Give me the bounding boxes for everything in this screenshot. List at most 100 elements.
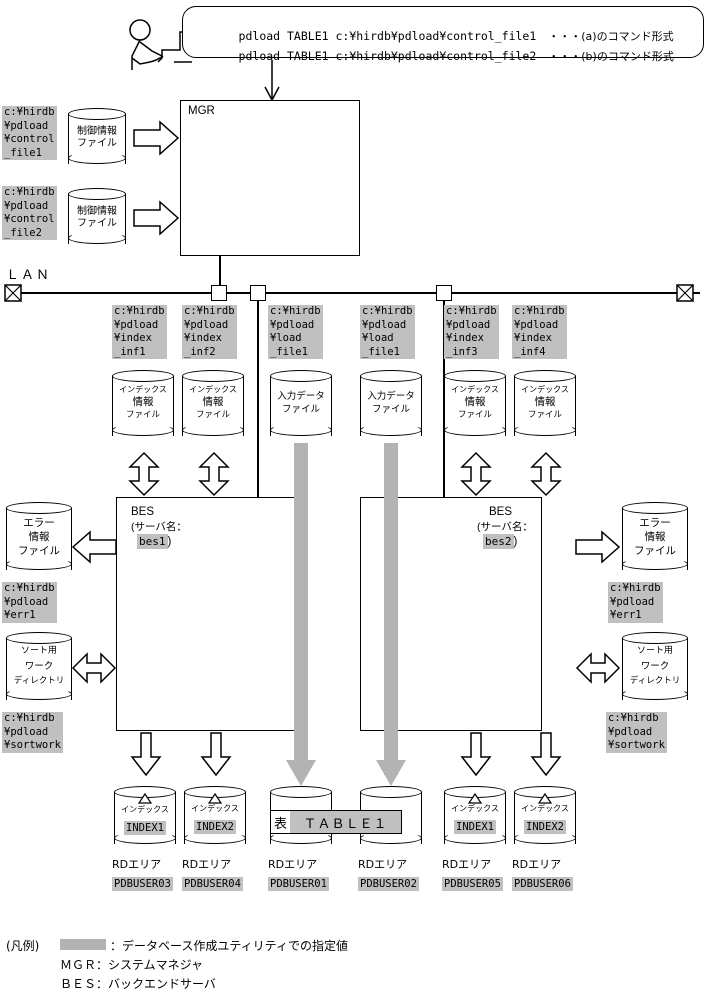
path-line: _inf2	[182, 345, 237, 359]
path-line: _inf1	[112, 345, 167, 359]
path-line: _inf4	[512, 345, 567, 359]
upper-file-2-cylinder: 入力データ ファイル	[270, 370, 332, 442]
path-line: ¥pdload	[2, 199, 57, 213]
legend-row-mgr: ＭＧＲ：システムマネジャ	[6, 954, 706, 973]
path-line: ¥load	[268, 332, 323, 346]
cyl-line: ファイル	[77, 138, 117, 149]
path-line: ¥pdload	[2, 119, 57, 133]
cyl-line: 入力データ	[277, 391, 325, 402]
table-kanji-label: 表	[271, 812, 291, 832]
cyl-line: ファイル	[281, 404, 320, 415]
rd-area-value: PDBUSER04	[182, 877, 243, 891]
cyl-line: インデックス	[189, 385, 237, 394]
path-line: c:¥hirdb	[608, 582, 663, 596]
rd-area-label: RDエリア	[512, 858, 562, 871]
upper-file-0-arrow	[128, 451, 160, 497]
cyl-kind-label: インデックス	[521, 804, 569, 813]
index-triangle-icon	[137, 792, 153, 804]
sort-work-right-cylinder: ソート用 ワーク ディレクトリ	[622, 632, 688, 708]
sort-work-right-arrow	[575, 652, 621, 684]
cyl-line: インデックス	[119, 385, 167, 394]
upper-file-4-path: c:¥hirdb ¥pdload ¥index _inf3	[444, 305, 499, 359]
error-file-right-path: c:¥hirdb ¥pdload ¥err1	[608, 582, 663, 623]
upper-file-3-path: c:¥hirdb ¥pdload ¥load _file1	[360, 305, 415, 359]
error-file-right-cylinder: エラー 情報 ファイル	[622, 502, 688, 578]
rd-area-4-cylinder: インデックス INDEX1	[444, 786, 506, 852]
load-path-left-stem	[294, 443, 308, 775]
rd-area-3-labels: RDエリア PDBUSER02	[358, 856, 419, 892]
command-line-2-note: ・・・(b)のコマンド形式	[548, 50, 674, 63]
cyl-line: 情報	[28, 531, 50, 543]
lan-label: ＬＡＮ	[6, 267, 52, 282]
upper-file-5-cylinder: インデックス 情報 ファイル	[514, 370, 576, 442]
cyl-line: ファイル	[634, 545, 676, 557]
rd-area-label: RDエリア	[442, 858, 492, 871]
mgr-box: MGR	[180, 100, 360, 256]
path-line: ¥sortwork	[2, 739, 63, 753]
legend-mgr-text: ＭＧＲ：システムマネジャ	[60, 958, 204, 972]
mgr-lan-connector	[219, 256, 221, 294]
rd-area-1-cylinder: インデックス INDEX2	[184, 786, 246, 852]
legend: (凡例) ：データベース作成ユティリティでの指定値 ＭＧＲ：システムマネジャ Ｂ…	[6, 935, 706, 992]
rd-area-value: PDBUSER02	[358, 877, 419, 891]
cyl-kind-label: インデックス	[191, 804, 239, 813]
path-line: ¥pdload	[444, 318, 499, 332]
path-line: ¥pdload	[606, 725, 667, 739]
path-line: ¥index	[444, 332, 499, 346]
rd-area-0-cylinder: インデックス INDEX1	[114, 786, 176, 852]
cyl-kind-label: インデックス	[121, 805, 169, 814]
load-path-right-arrowhead	[376, 760, 406, 786]
upper-file-3-cylinder: 入力データ ファイル	[360, 370, 422, 442]
cyl-line: ファイル	[457, 410, 492, 420]
mgr-label: MGR	[188, 105, 215, 117]
rd-area-label: RDエリア	[182, 858, 232, 871]
path-line: ¥index	[182, 332, 237, 346]
cyl-line: 制御情報	[77, 206, 117, 217]
command-line-2: pdload TABLE1 c:¥hirdb¥pdload¥control_fi…	[238, 49, 537, 63]
path-line: _file2	[2, 226, 57, 240]
bes-left-server-name: bes1	[137, 534, 168, 549]
lan-node-bes2	[436, 285, 452, 301]
cyl-line: エラー	[639, 517, 671, 529]
rd-area-5-labels: RDエリア PDBUSER06	[512, 856, 573, 892]
rd-area-5-arrow	[530, 732, 562, 777]
lan-node-mgr	[211, 285, 227, 301]
path-line: c:¥hirdb	[444, 305, 499, 319]
lan-terminator-right-icon	[676, 284, 694, 302]
path-line: ¥pdload	[182, 318, 237, 332]
table-label-box: 表 ＴＡＢＬＥ１	[270, 810, 402, 834]
cyl-line: 情報	[132, 396, 154, 408]
cyl-object-name: INDEX2	[194, 820, 236, 834]
upper-file-0-cylinder: インデックス 情報 ファイル	[112, 370, 174, 442]
path-line: ¥pdload	[112, 318, 167, 332]
cyl-line: ソート用	[636, 646, 673, 656]
path-line: ¥pdload	[608, 595, 663, 609]
cyl-kind-label: インデックス	[451, 804, 499, 813]
legend-row-bes: ＢＥＳ：バックエンドサーバ	[6, 973, 706, 992]
rd-area-label: RDエリア	[358, 858, 408, 871]
command-line-1-note: ・・・(a)のコマンド形式	[548, 30, 674, 43]
upper-file-4-cylinder: インデックス 情報 ファイル	[444, 370, 506, 442]
rd-area-value: PDBUSER05	[442, 877, 503, 891]
path-line: _file1	[2, 146, 57, 160]
cyl-line: ソート用	[20, 646, 57, 656]
path-line: c:¥hirdb	[606, 712, 667, 726]
bes-right-server-suffix: )	[513, 536, 518, 548]
cyl-line: 情報	[644, 531, 666, 543]
command-line-1: pdload TABLE1 c:¥hirdb¥pdload¥control_fi…	[238, 29, 537, 43]
cyl-line: ワーク	[24, 661, 54, 672]
cyl-line: ファイル	[77, 218, 117, 229]
cyl-object-name: INDEX2	[524, 820, 566, 834]
control-file-2-arrow	[133, 200, 180, 236]
path-line: ¥index	[112, 332, 167, 346]
path-line: c:¥hirdb	[268, 305, 323, 319]
command-bubble: pdload TABLE1 c:¥hirdb¥pdload¥control_fi…	[182, 6, 704, 63]
cyl-line: ファイル	[195, 410, 230, 420]
rd-area-0-arrow	[130, 732, 162, 777]
cyl-line: 情報	[202, 396, 224, 408]
upper-file-4-arrow	[460, 451, 492, 497]
path-line: c:¥hirdb	[2, 186, 57, 200]
cyl-line: ワーク	[640, 661, 670, 672]
path-line: ¥pdload	[360, 318, 415, 332]
